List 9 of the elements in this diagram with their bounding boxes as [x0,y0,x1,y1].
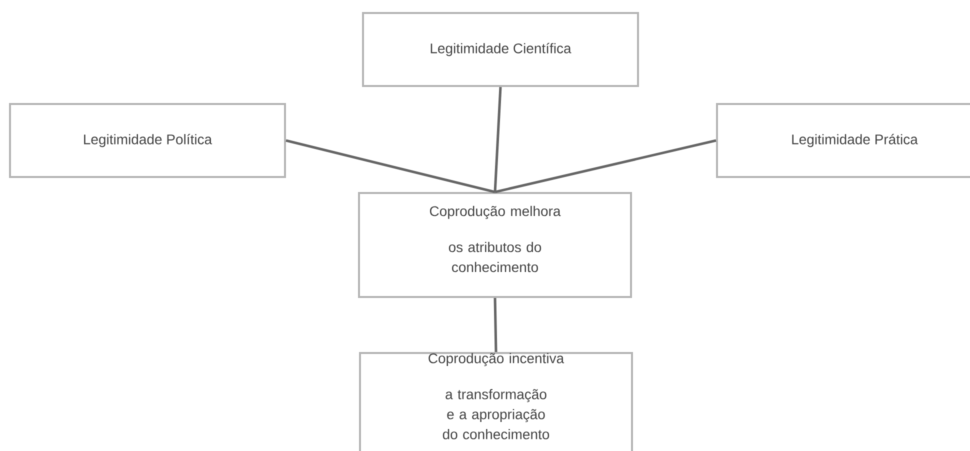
text-box: Legitimidade Política [9,103,286,178]
connector-line [494,86,502,192]
text-box: Coprodução incentiva a transformação e a apropriação do conhecimento [359,352,633,451]
connector-line [494,298,498,352]
connector-line [286,139,496,194]
connector-line [494,139,716,194]
text-box: Coprodução melhora os atributos do conhecimento [358,192,632,298]
text-box: Legitimidade Científica [362,12,639,87]
text-box: Legitimidade Prática [716,103,970,178]
